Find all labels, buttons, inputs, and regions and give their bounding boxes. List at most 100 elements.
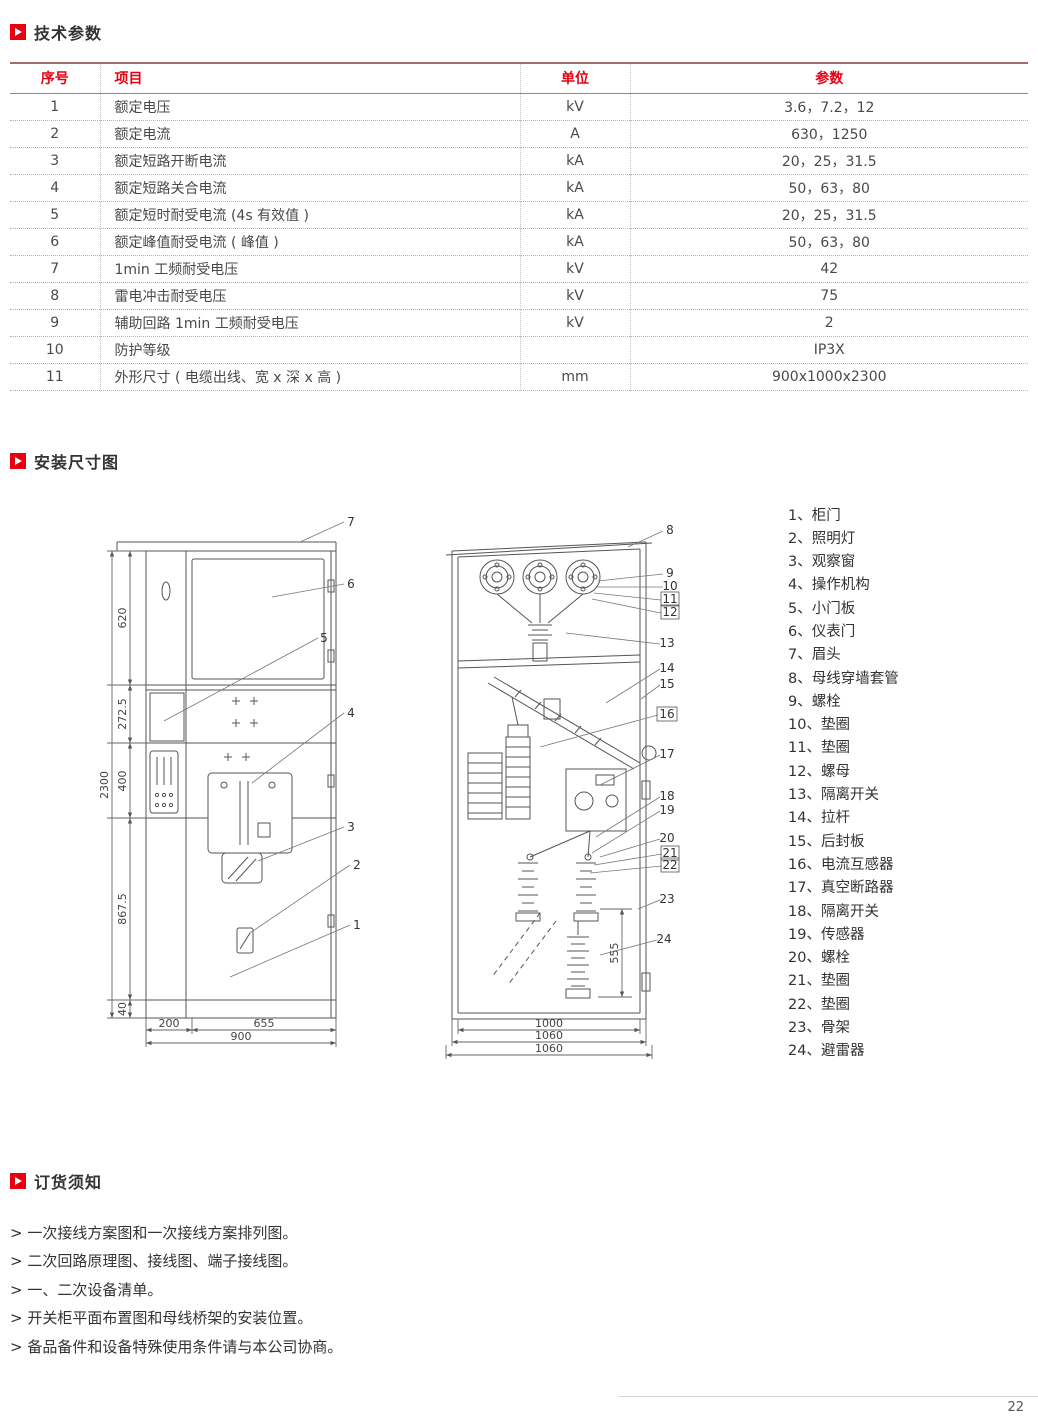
row-value: 3.6，7.2，12	[784, 99, 875, 116]
row-no: 7	[10, 255, 101, 282]
parts-list-item: 9、螺栓	[788, 693, 841, 710]
order-note-item: > 一次接线方案图和一次接线方案排列图。	[10, 1223, 298, 1242]
side-callouts: 8 9 10 11 12 13 14 15 16 17 18 19 20 21	[656, 523, 677, 946]
parts-list-item: 18、隔离开关	[788, 903, 879, 920]
parts-list-item: 21、垫圈	[788, 973, 850, 990]
callout-label: 3	[347, 820, 355, 834]
parts-list-item: 16、电流互感器	[788, 856, 894, 873]
ordering-section: 订货须知 > 一次接线方案图和一次接线方案排列图。 > 二次回路原理图、接线图、端…	[0, 1169, 1038, 1362]
parts-list-item: 4、操作机构	[788, 577, 870, 594]
parts-list-item: 22、垫圈	[788, 996, 850, 1013]
ordering-header: 订货须知	[10, 1169, 1038, 1193]
install-diagram-title: 安装尺寸图	[34, 452, 120, 472]
install-diagram-header: 安装尺寸图	[10, 449, 1038, 473]
order-note-item: > 开关柜平面布置图和母线桥架的安装位置。	[10, 1309, 313, 1327]
row-value: 20，25，31.5	[781, 153, 877, 170]
dim-label: 400	[116, 770, 129, 791]
row-value: IP3X	[813, 341, 845, 358]
parts-list-item: 14、拉杆	[788, 810, 850, 827]
row-value: 42	[820, 260, 839, 277]
callout-label: 7	[347, 515, 355, 529]
parts-list-item: 1、柜门	[788, 507, 841, 524]
header-value: 参数	[815, 71, 844, 88]
row-item: 额定峰值耐受电流 ( 峰值 )	[100, 228, 521, 255]
row-unit: kA	[520, 201, 631, 228]
row-value: 2	[824, 314, 834, 331]
side-dim-labels: 555 1000 1060 1060	[535, 942, 621, 1055]
callout-label: 4	[347, 706, 355, 720]
dim-label: 1060	[535, 1042, 563, 1055]
dim-label: 867.5	[116, 893, 129, 925]
row-unit: kV	[520, 309, 631, 336]
tech-params-header: 技术参数	[10, 20, 1038, 44]
order-note-item: > 二次回路原理图、接线图、端子接线图。	[10, 1252, 298, 1270]
row-no: 11	[10, 363, 101, 390]
side-dimensions	[445, 908, 653, 1059]
row-unit: kA	[520, 174, 631, 201]
parts-list-item: 20、螺栓	[788, 950, 850, 967]
footer-rule	[618, 1396, 1038, 1397]
boxed-callout-frames	[656, 591, 680, 872]
row-item: 辅助回路 1min 工频耐受电压	[100, 309, 521, 336]
row-unit: kV	[520, 93, 631, 120]
row-value: 50，63，80	[788, 180, 870, 197]
callout-label: 18	[659, 789, 674, 803]
parts-list-item: 2、照明灯	[788, 530, 856, 547]
row-no: 9	[10, 309, 101, 336]
callout-label: 8	[666, 523, 674, 537]
order-note-item: > 一、二次设备清单。	[10, 1280, 163, 1299]
row-no: 1	[10, 93, 101, 120]
row-value: 20，25，31.5	[781, 207, 877, 224]
row-no: 3	[10, 147, 101, 174]
parts-list-item: 7、眉头	[788, 647, 841, 664]
callout-label: 2	[353, 858, 361, 872]
parts-list-item: 13、隔离开关	[788, 787, 879, 804]
dim-label: 1060	[535, 1029, 563, 1042]
parts-list-item: 11、垫圈	[788, 740, 850, 757]
callout-label: 6	[347, 577, 355, 591]
parts-list-item: 19、传感器	[788, 926, 865, 943]
row-unit: mm	[520, 363, 631, 390]
dim-label: 272.5	[116, 698, 129, 730]
row-item: 额定短路关合电流	[100, 174, 521, 201]
install-diagram-section: 安装尺寸图	[0, 449, 1038, 1085]
side-leader-lines	[539, 530, 664, 955]
parts-list-item: 17、真空断路器	[788, 880, 894, 897]
dim-label: 655	[254, 1017, 275, 1030]
callout-label: 14	[659, 661, 674, 675]
row-value: 630，1250	[791, 126, 868, 143]
callout-label: 23	[659, 892, 674, 906]
row-no: 8	[10, 282, 101, 309]
row-unit: kA	[520, 228, 631, 255]
parts-list-item: 15、后封板	[788, 833, 865, 850]
front-callouts: 7 6 5 4 3 2 1	[320, 515, 361, 932]
callout-label: 24	[656, 932, 671, 946]
callout-label: 9	[666, 566, 674, 580]
row-no: 4	[10, 174, 101, 201]
installation-diagram: 7 6 5 4 3 2 1	[98, 515, 680, 1059]
front-dim-labels: 620 272.5 400 867.5 40 2300 200 655 900	[98, 607, 275, 1043]
parts-list-item: 23、骨架	[788, 1020, 850, 1037]
parts-list-item: 12、螺母	[788, 763, 850, 780]
row-value: 900x1000x2300	[771, 368, 887, 385]
row-no: 5	[10, 201, 101, 228]
callout-label: 22	[662, 858, 677, 872]
ordering-notes-list: > 一次接线方案图和一次接线方案排列图。 > 二次回路原理图、接线图、端子接线图。…	[10, 1219, 1038, 1362]
callout-label: 15	[659, 677, 674, 691]
row-item: 外形尺寸 ( 电缆出线、宽 x 深 x 高 )	[100, 363, 521, 390]
diagram-area: 7 6 5 4 3 2 1	[0, 485, 1038, 1085]
callout-label: 16	[659, 707, 674, 721]
callout-label: 5	[320, 631, 328, 645]
row-unit: kV	[520, 282, 631, 309]
row-item: 额定短时耐受电流 (4s 有效值 )	[100, 201, 521, 228]
row-value: 50，63，80	[788, 234, 870, 251]
row-no: 6	[10, 228, 101, 255]
ordering-title: 订货须知	[34, 1172, 103, 1192]
callout-label: 13	[659, 636, 674, 650]
dim-label: 2300	[98, 771, 111, 799]
